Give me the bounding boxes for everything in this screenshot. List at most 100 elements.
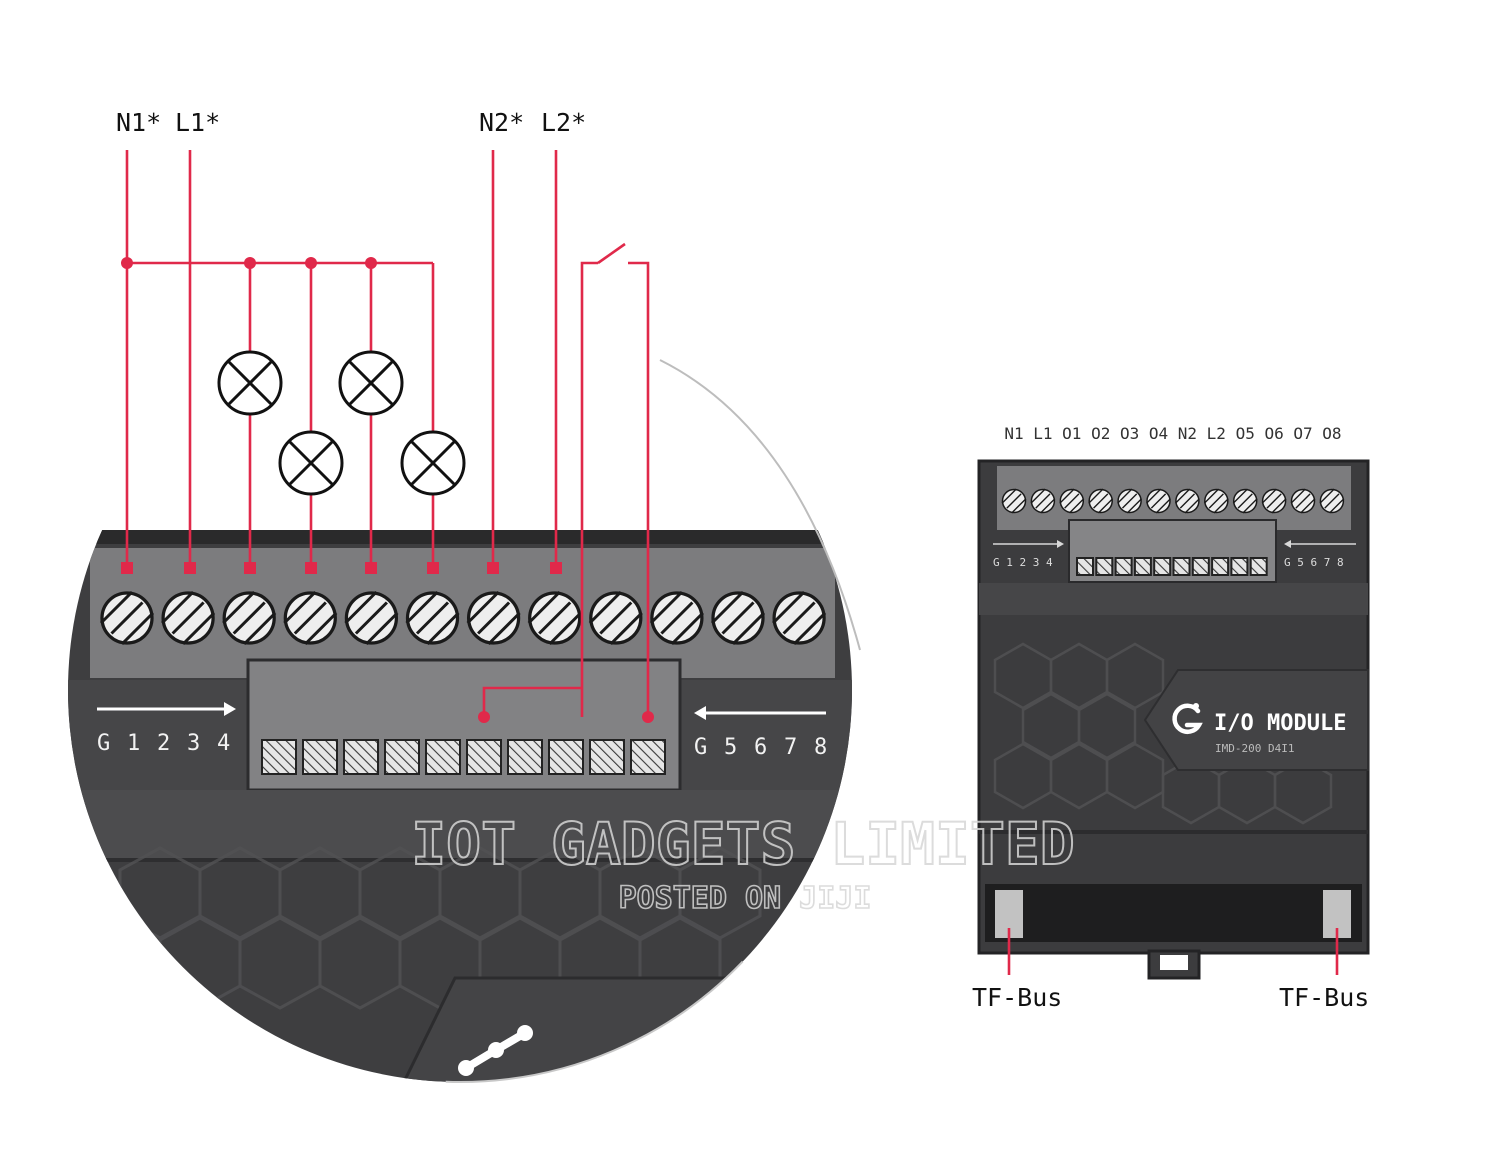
- tf-bus-label-left: TF-Bus: [972, 983, 1062, 1012]
- module-terminal-labels: N1 L1 O1 O2 O3 O4 N2 L2 O5 O6 O7 O8: [1004, 424, 1341, 443]
- zoom-screw-terminal: [772, 590, 827, 646]
- zoom-screw-terminal: [344, 590, 399, 646]
- module-screw-terminal: [1059, 488, 1085, 514]
- lamps: [217, 350, 466, 496]
- module-screw-terminal: [1146, 488, 1171, 514]
- input-label: 8: [814, 735, 827, 760]
- module-name: I/O MODULE: [1214, 711, 1346, 736]
- zoom-screw-terminal: [222, 590, 277, 646]
- switch-contact-icon: [597, 242, 626, 265]
- input-label: 6: [754, 735, 767, 760]
- zoom-input-terminals: [261, 739, 666, 775]
- module-input-terminal: [1211, 557, 1230, 576]
- module-terminal-label: L2: [1207, 424, 1226, 443]
- module-terminal-label: O2: [1091, 424, 1110, 443]
- zoom-input-terminal: [507, 739, 543, 775]
- module-terminal-label: O1: [1062, 424, 1081, 443]
- lamp-cross-icon: [278, 430, 344, 496]
- module-screw-terminal: [1001, 488, 1027, 514]
- input-label: 4: [217, 731, 230, 756]
- input-label: G: [694, 735, 707, 760]
- zoom-input-terminal: [425, 739, 461, 775]
- zoom-screw-terminal: [649, 590, 704, 646]
- module-screw-terminal: [1319, 488, 1345, 514]
- input-label: 7: [784, 735, 797, 760]
- module-screw-terminal: [1261, 488, 1287, 514]
- zoom-screw-terminal: [161, 590, 216, 646]
- module-input-terminals: [1076, 557, 1268, 576]
- lamp-cross-icon: [400, 430, 466, 496]
- module-screw-terminal: [1088, 488, 1114, 514]
- input-label: G: [97, 731, 110, 756]
- zoom-input-terminal: [302, 739, 338, 775]
- lamp-cross-icon: [338, 350, 404, 416]
- watermark: IOT GADGETS LIMITED POSTED ON JIJI: [410, 809, 1075, 917]
- zoom-input-terminal: [261, 739, 297, 775]
- module-screw-terminal: [1203, 488, 1229, 514]
- logo-fragment-icon: [458, 1025, 533, 1076]
- module-screw-terminal: [1232, 488, 1258, 514]
- module-input-terminal: [1249, 557, 1268, 576]
- supply-labels: N1* L1* N2* L2*: [116, 108, 586, 137]
- lamp-cross-icon: [217, 350, 283, 416]
- tf-bus-label-right: TF-Bus: [1279, 983, 1369, 1012]
- module-input-terminal: [1114, 557, 1133, 576]
- supply-label-l2: L2*: [541, 108, 586, 137]
- zoom-input-terminal: [630, 739, 666, 775]
- zoom-input-terminal: [589, 739, 625, 775]
- zoom-screw-terminal: [405, 590, 460, 646]
- module-screw-terminal: [1030, 488, 1056, 514]
- module-input-terminal: [1153, 557, 1172, 576]
- input-label: 3: [187, 731, 200, 756]
- wire-junctions: [121, 257, 654, 723]
- module-terminal-label: O7: [1293, 424, 1312, 443]
- module-terminal-label: O5: [1236, 424, 1255, 443]
- zoom-input-terminal: [548, 739, 584, 775]
- module-screw-row: [1001, 488, 1345, 514]
- zoom-input-terminal: [343, 739, 379, 775]
- io-module: N1 L1 O1 O2 O3 O4 N2 L2 O5 O6 O7 O8: [972, 424, 1370, 1012]
- tf-bus-slot: [985, 884, 1362, 942]
- supply-label-n1: N1*: [116, 108, 161, 137]
- module-terminal-label: N2: [1178, 424, 1197, 443]
- module-terminal-label: N1: [1004, 424, 1023, 443]
- zoom-input-terminal: [384, 739, 420, 775]
- brand-logo-icon: [1172, 703, 1203, 735]
- watermark-line2: POSTED ON JIJI: [619, 881, 872, 916]
- wiring: [125, 150, 650, 717]
- arrow-left-icon: [694, 706, 826, 720]
- input-label: 2: [157, 731, 170, 756]
- module-honeycomb: [993, 642, 1333, 825]
- module-screw-terminal: [1290, 488, 1316, 514]
- zoom-callout-arc: [659, 359, 861, 651]
- honeycomb-texture: [118, 846, 762, 1010]
- zoom-screw-terminal: [527, 590, 582, 646]
- module-input-terminal: [1133, 557, 1152, 576]
- module-terminal-label: L1: [1033, 424, 1052, 443]
- module-input-terminal: [1191, 557, 1210, 576]
- module-terminal-label: O8: [1322, 424, 1341, 443]
- module-input-labels-right: G 5 6 7 8: [1284, 556, 1344, 569]
- module-model: IMD-200 D4I1: [1215, 742, 1294, 755]
- zoom-screw-terminal: [710, 590, 766, 646]
- module-input-terminal: [1095, 557, 1114, 576]
- input-label: 5: [724, 735, 737, 760]
- module-input-terminal: [1172, 557, 1191, 576]
- module-terminal-label: O4: [1149, 424, 1168, 443]
- module-input-labels-left: G 1 2 3 4: [993, 556, 1053, 569]
- module-screw-terminal: [1174, 488, 1200, 514]
- zoom-input-terminal: [466, 739, 502, 775]
- zoom-screw-terminal: [99, 590, 155, 646]
- supply-label-l1: L1*: [175, 108, 220, 137]
- arrow-right-icon: [97, 702, 236, 716]
- module-terminal-label: O3: [1120, 424, 1139, 443]
- zoom-screw-terminal: [283, 590, 338, 646]
- zoom-screw-terminal: [588, 590, 643, 646]
- watermark-line1: IOT GADGETS LIMITED: [411, 810, 1074, 878]
- module-terminal-label: O6: [1264, 424, 1283, 443]
- supply-label-n2: N2*: [479, 108, 524, 137]
